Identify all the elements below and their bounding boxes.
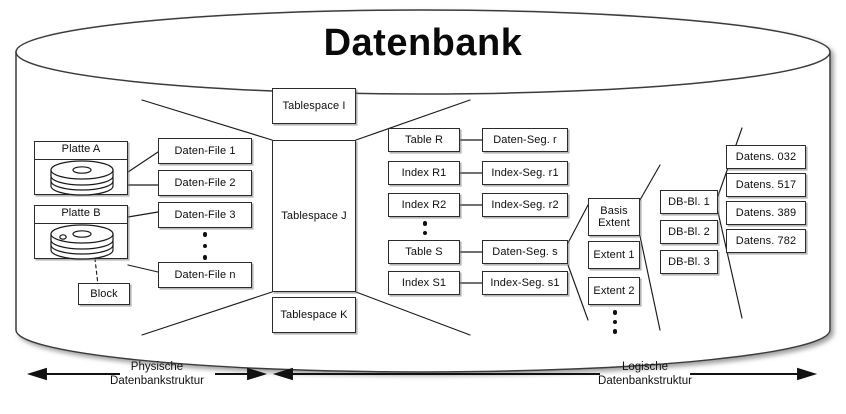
extent-box-2[interactable]: Extent 2: [588, 277, 640, 305]
disk-box-platte-b[interactable]: Platte B: [34, 205, 128, 260]
caption-physical-line2: Datenbankstruktur: [110, 375, 204, 388]
extent-basis-line2: Extent: [598, 217, 630, 229]
caption-logical-line1: Logische: [621, 361, 669, 373]
segment-box-index-r1[interactable]: Index-Seg. r1: [482, 161, 568, 185]
extent-ellipsis-icon: [610, 310, 620, 334]
block-box[interactable]: Block: [78, 283, 130, 305]
record-box-032[interactable]: Datens. 032: [726, 145, 806, 169]
record-box-782[interactable]: Datens. 782: [726, 229, 806, 253]
divider: [35, 159, 127, 161]
caption-logical-line2: Datenbankstruktur: [598, 375, 692, 388]
object-box-index-r2[interactable]: Index R2: [388, 193, 460, 217]
segment-box-index-s1[interactable]: Index-Seg. s1: [482, 271, 568, 295]
object-box-table-s[interactable]: Table S: [388, 240, 460, 264]
disk-platter-icon: [50, 224, 114, 260]
dbblock-box-3[interactable]: DB-Bl. 3: [660, 250, 718, 274]
datafile-box-n[interactable]: Daten-File n: [158, 262, 252, 288]
disk-label-platte-b: Platte B: [61, 207, 101, 219]
segment-box-daten-r[interactable]: Daten-Seg. r: [482, 128, 568, 152]
page-title: Datenbank: [323, 22, 523, 64]
tablespace-box-j[interactable]: Tablespace J: [272, 140, 356, 292]
datafile-box-1[interactable]: Daten-File 1: [158, 138, 252, 164]
disk-box-platte-a[interactable]: Platte A: [34, 141, 128, 196]
disk-platter-icon: [50, 160, 114, 196]
object-box-table-r[interactable]: Table R: [388, 128, 460, 152]
dbblock-box-2[interactable]: DB-Bl. 2: [660, 220, 718, 244]
tablespace-box-i[interactable]: Tablespace I: [272, 88, 356, 124]
extent-box-1[interactable]: Extent 1: [588, 241, 640, 269]
connector-lines: [91, 99, 743, 336]
caption-physical-line1: Physische: [130, 361, 184, 373]
segment-box-daten-s[interactable]: Daten-Seg. s: [482, 240, 568, 264]
datafile-box-2[interactable]: Daten-File 2: [158, 170, 252, 196]
caption-logical: Logische Datenbankstruktur: [585, 360, 705, 389]
datafile-box-3[interactable]: Daten-File 3: [158, 202, 252, 228]
disk-label-platte-a: Platte A: [61, 143, 101, 155]
record-box-517[interactable]: Datens. 517: [726, 173, 806, 197]
divider: [35, 223, 127, 225]
tablespace-box-k[interactable]: Tablespace K: [272, 297, 356, 333]
record-box-389[interactable]: Datens. 389: [726, 201, 806, 225]
extent-basis-line1: Basis: [600, 204, 628, 217]
object-box-index-r1[interactable]: Index R1: [388, 161, 460, 185]
caption-physical: Physische Datenbankstruktur: [97, 360, 217, 389]
object-box-index-s1[interactable]: Index S1: [388, 271, 460, 295]
datafile-ellipsis-icon: [200, 232, 210, 260]
segment-box-index-r2[interactable]: Index-Seg. r2: [482, 193, 568, 217]
dbblock-box-1[interactable]: DB-Bl. 1: [660, 190, 718, 214]
extent-box-basis[interactable]: Basis Extent: [588, 198, 640, 236]
